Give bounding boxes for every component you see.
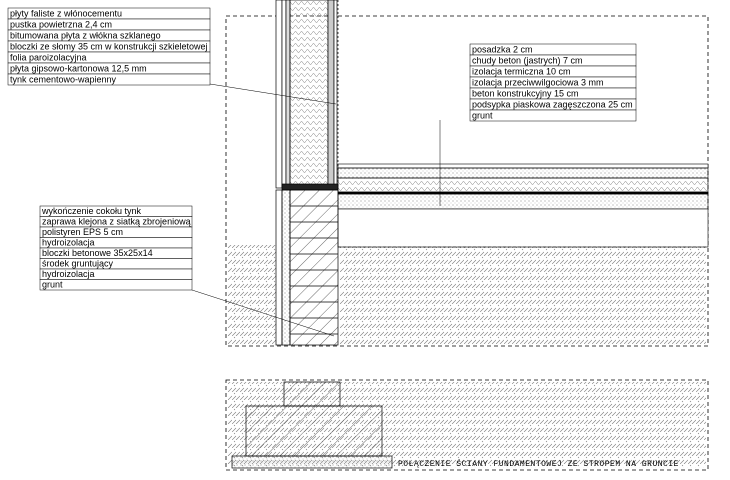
layer-label: izolacja przeciwwilgociowa 3 mm	[472, 78, 604, 88]
layer-label: grunt	[42, 280, 63, 290]
wall-cladding	[275, 0, 283, 189]
concrete-blocks	[289, 189, 339, 346]
layer-row	[39, 279, 193, 291]
layer-label: hydroizolacja	[42, 269, 95, 279]
wall-sill-plate	[281, 183, 339, 191]
layer-label: środek gruntujący	[42, 259, 114, 269]
floor-slab	[337, 163, 709, 248]
layer-label: bitumowana płyta z włókna szklanego	[10, 31, 161, 41]
layer-label: płyta gipsowo-kartonowa 12,5 mm	[10, 64, 147, 74]
layer-label: izolacja termiczna 10 cm	[472, 67, 571, 77]
soil-left-of-foundation	[228, 245, 276, 345]
lower-frame	[225, 379, 709, 471]
floor-screed	[337, 167, 709, 179]
footing-base	[231, 455, 393, 469]
layer-row	[7, 73, 211, 86]
layer-label: bloczki ze słomy 35 cm w konstrukcji szk…	[10, 42, 208, 52]
plinth-render	[275, 189, 283, 346]
layer-label: chudy beton (jastrych) 7 cm	[472, 56, 583, 66]
floor-structural-concrete	[337, 193, 709, 210]
layer-label: polistyren EPS 5 cm	[42, 227, 123, 237]
wall-bitumen-board	[285, 0, 291, 189]
layer-label: beton konstrukcyjny 15 cm	[472, 89, 579, 99]
leader-lines	[191, 83, 441, 337]
footing-detail	[228, 381, 706, 469]
layer-label: hydroizolacja	[42, 238, 95, 248]
floor-damp-proofing	[337, 191, 709, 195]
floor-sand-bed	[337, 208, 709, 248]
floor-thermal-insulation	[337, 177, 709, 193]
drawing-caption: POŁĄCZENIE ŚCIANY FUNDAMENTOWEJ ZE STROP…	[398, 459, 679, 469]
layer-label: bloczki betonowe 35x25x14	[42, 248, 153, 258]
plinth-eps	[281, 189, 291, 346]
footing	[245, 405, 383, 457]
layer-label: pustka powietrzna 2,4 cm	[10, 20, 112, 30]
layer-label: tynk cementowo-wapienny	[10, 75, 117, 85]
wall-leader	[209, 83, 337, 105]
layer-label: folia paroizolacyjna	[10, 53, 87, 63]
layer-label: zaprawa klejona z siatką zbrojeniową	[42, 217, 191, 227]
foundation-wall-lower	[283, 381, 341, 407]
layer-label: płyty faliste z włónocementu	[10, 9, 122, 19]
layer-row	[469, 109, 637, 122]
straw-wall	[275, 0, 339, 191]
wall-straw-bales	[289, 0, 329, 189]
wall-timber-frame	[327, 0, 335, 189]
foundation-leader	[191, 289, 335, 337]
layer-label: podsypka piaskowa zagęszczona 25 cm	[472, 100, 633, 110]
wall-air-gap	[281, 0, 287, 189]
foundation-wall	[275, 189, 339, 346]
layer-label: posadzka 2 cm	[472, 45, 533, 55]
soil-under-floor	[340, 247, 706, 345]
wall-gypsum-board	[333, 0, 338, 189]
floor-posadzka	[337, 163, 709, 169]
layer-label: wykończenie cokołu tynk	[41, 206, 142, 216]
soil-upper	[228, 245, 706, 345]
layer-label: grunt	[472, 111, 493, 121]
